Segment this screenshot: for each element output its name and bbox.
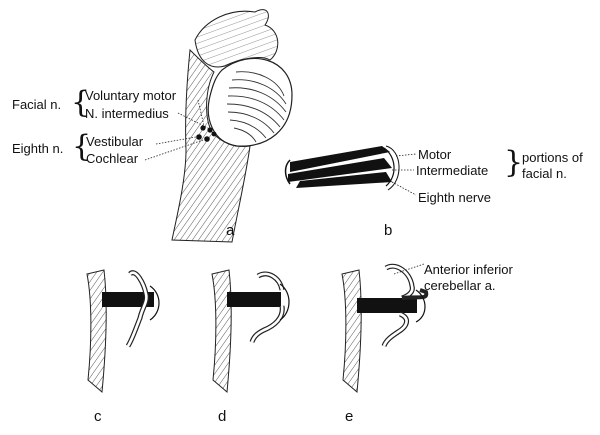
panel-label-c: c	[94, 408, 102, 425]
nerve-bundle-figure-b	[284, 145, 400, 191]
vessel-loop-figure-e	[341, 263, 429, 394]
leader-lines-a	[144, 99, 209, 161]
portions-of-label: portions of	[522, 150, 583, 165]
facial-nerve-label: Facial n.	[12, 97, 62, 112]
panel-label-e: e	[345, 408, 354, 425]
panel-label-d: d	[218, 408, 227, 425]
eighth-nerve-brace: {	[72, 129, 92, 164]
voluntary-motor-label: Voluntary motor	[85, 88, 177, 103]
motor-label: Motor	[418, 147, 452, 162]
eighth-nerve-label: Eighth nerve	[418, 190, 491, 205]
facial-n-label: facial n.	[522, 166, 567, 181]
leader-lines-b	[391, 153, 417, 196]
vessel-loop-figure-d	[211, 269, 290, 394]
panel-label-a: a	[226, 222, 235, 239]
vessel-loop-figure-c	[86, 269, 160, 394]
eighth-nerve-group-label: Eighth n.	[12, 141, 64, 156]
panel-label-b: b	[384, 222, 393, 239]
aica-label-line1: Anterior inferior	[424, 262, 513, 277]
portions-brace: }	[504, 145, 524, 180]
aica-label-line2: cerebellar a.	[424, 278, 496, 293]
leader-line-e	[393, 263, 425, 275]
facial-nerve-brace: {	[71, 85, 91, 120]
vestibular-label: Vestibular	[86, 134, 144, 149]
brainstem-figure-a	[171, 9, 293, 243]
cochlear-label: Cochlear	[86, 151, 139, 166]
intermediate-label: Intermediate	[416, 163, 489, 178]
n-intermedius-label: N. intermedius	[85, 106, 169, 121]
